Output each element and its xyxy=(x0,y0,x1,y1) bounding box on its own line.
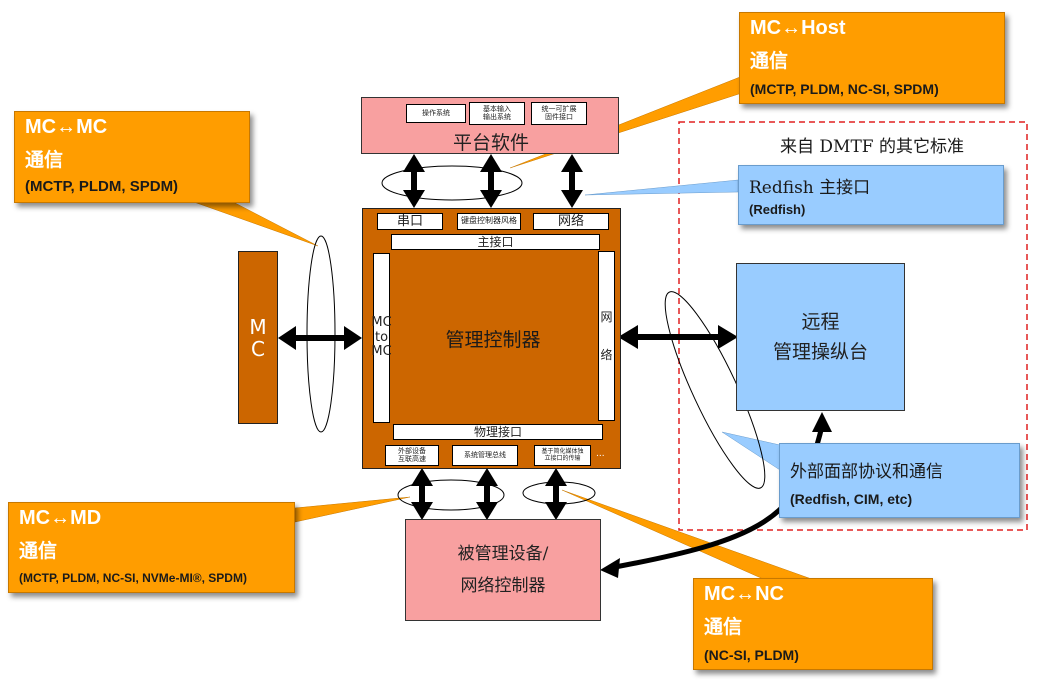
rmii-port: 基于简化媒体独 立接口的传输 xyxy=(534,445,591,466)
remote-console-box: 远程 管理操纵台 xyxy=(736,263,905,411)
device-arrowhead xyxy=(600,558,620,578)
pcie-port: 外部设备 互联高速 xyxy=(385,445,439,466)
mc-nc-callout: MC↔NC 通信 (NC-SI, PLDM) xyxy=(693,578,933,670)
kcs-port: 键盘控制器风格 xyxy=(457,213,521,230)
network-port-top: 网络 xyxy=(533,213,609,230)
os-item: 操作系统 xyxy=(406,104,466,123)
mc-md-callout-pointer xyxy=(294,496,411,523)
platform-software-box: 操作系统 基本输入 输出系统 统一可扩展 固件接口 平台软件 xyxy=(361,97,619,154)
mc-link-ellipse xyxy=(306,235,336,433)
redfish-callout-pointer xyxy=(584,179,739,196)
mc-nc-title: MC↔NC xyxy=(704,583,784,605)
external-callout-pointer xyxy=(721,431,781,471)
serial-port: 串口 xyxy=(377,213,443,230)
mc-host-protocols: (MCTP, PLDM, NC-SI, SPDM) xyxy=(750,81,939,97)
arrow-group xyxy=(278,154,738,520)
mc-mc-protocols: (MCTP, PLDM, SPDM) xyxy=(25,178,179,195)
mc-mc-title: MC↔MC xyxy=(25,116,108,138)
external-callout: 外部面部协议和通信 (Redfish, CIM, etc) xyxy=(779,443,1020,518)
smbus-port: 系统管理总线 xyxy=(452,445,518,466)
mc-md-sub: 通信 xyxy=(19,540,58,562)
bios-item: 基本输入 输出系统 xyxy=(469,102,525,125)
platform-software-label: 平台软件 xyxy=(452,132,529,154)
remote-console-arrowhead xyxy=(812,412,832,432)
redfish-host-title: Redfish 主接口 xyxy=(749,178,871,198)
mc-nc-sub: 通信 xyxy=(704,616,743,638)
uefi-item: 统一可扩展 固件接口 xyxy=(531,102,587,125)
device-link-ellipse xyxy=(397,479,505,511)
external-title: 外部面部协议和通信 xyxy=(790,462,943,482)
controller-label: 管理控制器 xyxy=(445,329,541,351)
redfish-host-protocols: (Redfish) xyxy=(749,202,806,217)
dmtf-region-label: 来自 DMTF 的其它标准 xyxy=(780,137,964,157)
mc-to-mc-port: MC to MC xyxy=(371,253,392,423)
mc-nc-protocols: (NC-SI, PLDM) xyxy=(704,647,799,663)
physical-interface: 物理接口 xyxy=(393,424,603,440)
external-protocols: (Redfish, CIM, etc) xyxy=(790,491,913,507)
mc-md-callout: MC↔MD 通信 (MCTP, PLDM, NC-SI, NVMe-MI®, S… xyxy=(8,502,295,593)
external-link-ellipse xyxy=(664,291,766,489)
redfish-host-callout: Redfish 主接口 (Redfish) xyxy=(738,165,1004,225)
mc-md-protocols: (MCTP, PLDM, NC-SI, NVMe-MI®, SPDM) xyxy=(19,571,247,585)
more-ports: ... xyxy=(596,449,605,459)
mc-md-title: MC↔MD xyxy=(19,507,102,529)
mc-host-title: MC↔Host xyxy=(750,17,846,39)
mc-mc-callout: MC↔MC 通信 (MCTP, PLDM, SPDM) xyxy=(14,111,250,203)
mc-host-sub: 通信 xyxy=(750,50,789,72)
host-interface: 主接口 xyxy=(391,234,600,250)
managed-device-box: 被管理设备/ 网络控制器 xyxy=(405,519,601,621)
management-controller: 串口 键盘控制器风格 网络 主接口 MC to MC 网 络 管理控制器 物理接… xyxy=(362,208,621,469)
mc-host-callout: MC↔Host 通信 (MCTP, PLDM, NC-SI, SPDM) xyxy=(739,12,1005,104)
mc-box: M C xyxy=(238,251,278,424)
dmtf-region-border xyxy=(678,121,1028,531)
host-link-ellipse xyxy=(381,165,523,201)
mc-mc-sub: 通信 xyxy=(25,149,64,171)
network-port-right: 网 络 xyxy=(598,251,615,421)
